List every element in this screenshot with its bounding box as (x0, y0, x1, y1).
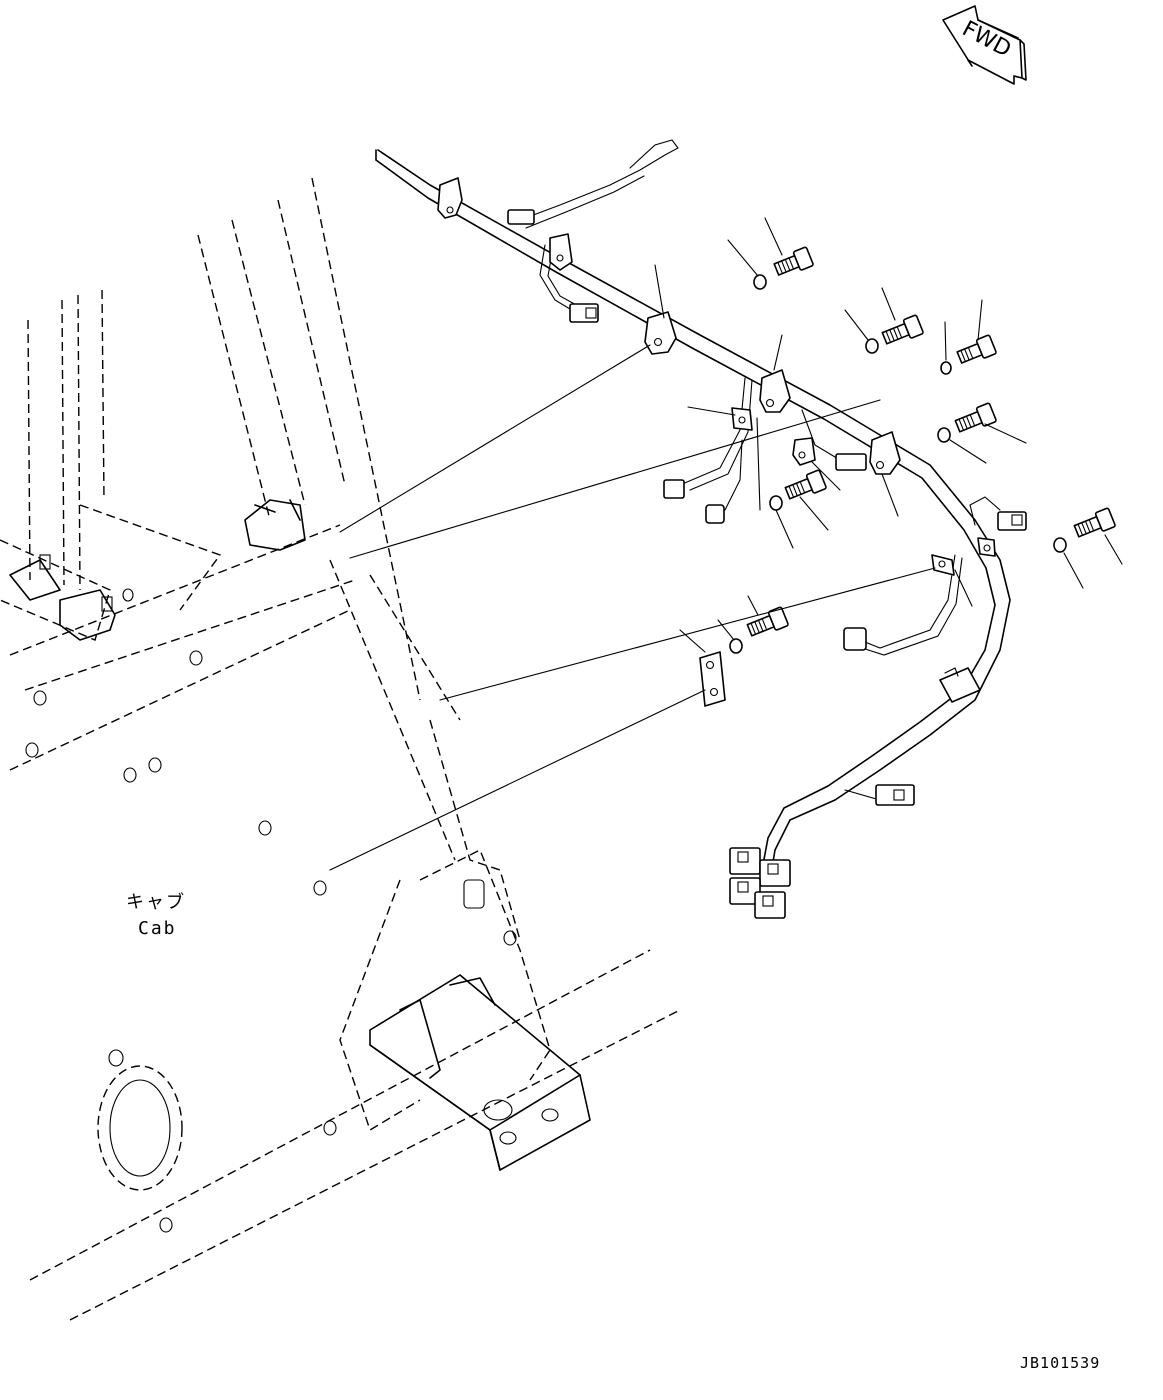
leader-lines (329, 217, 1123, 871)
fwd-arrow: FWD (942, 5, 1027, 85)
clamp-a (644, 311, 677, 355)
clamp-c (869, 431, 901, 475)
harness-clamps (437, 177, 996, 707)
strap-plate (699, 651, 726, 707)
washer-4 (937, 427, 951, 443)
bolt-3 (956, 334, 997, 364)
bolts-and-washers (729, 246, 1116, 654)
washer-5 (769, 495, 783, 511)
bolt-2 (881, 314, 924, 345)
bolt-7 (746, 606, 789, 637)
connector-cluster (729, 847, 791, 919)
washer-3 (940, 361, 952, 375)
bolt-4 (954, 402, 997, 433)
washer-1 (753, 274, 767, 290)
washer-2 (865, 338, 879, 354)
cab-hinge-brackets (9, 499, 306, 641)
bolt-6 (1073, 507, 1116, 538)
cab-label-en: Cab (138, 918, 177, 939)
cab-holes (25, 650, 517, 1233)
bolt-1 (773, 246, 814, 276)
washer-6 (1053, 537, 1067, 553)
washer-7 (729, 638, 743, 654)
cab-label-jp: キャブ (126, 891, 186, 913)
clamp-b (759, 369, 791, 413)
bolt-5 (784, 469, 827, 500)
cab-frame (0, 177, 681, 1321)
cab-step-bracket (369, 974, 591, 1171)
cab-label: キャブ Cab (126, 891, 186, 939)
drawing-number: JB101539 (1020, 1354, 1100, 1372)
